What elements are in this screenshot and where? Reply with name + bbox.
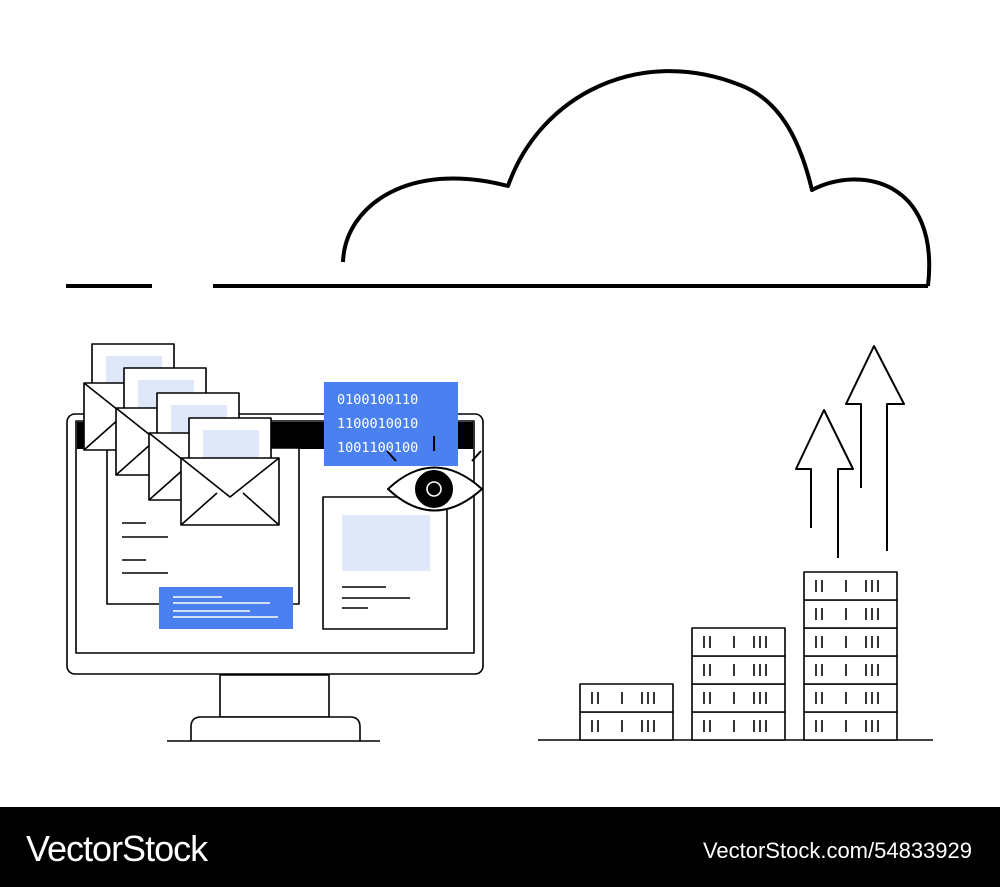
watermark-footer: VectorStock VectorStock.com/54833929: [0, 807, 1000, 887]
binary-line-1: 0100100110: [337, 392, 418, 408]
up-arrow-icon: [845, 345, 905, 551]
server-unit: [691, 683, 786, 713]
server-unit: [803, 655, 898, 685]
up-arrow-icon: [795, 409, 854, 558]
cloud-icon: [66, 69, 932, 288]
eye-icon: [386, 436, 483, 512]
server-unit: [579, 683, 674, 713]
brand-logo: VectorStock: [26, 828, 208, 869]
server-unit: [803, 627, 898, 657]
image-id: VectorStock.com/54833929: [702, 838, 972, 863]
server-unit: [691, 711, 786, 741]
binary-line-3: 1001100100: [337, 440, 418, 456]
server-unit: [579, 711, 674, 741]
server-unit: [691, 655, 786, 685]
server-unit: [691, 627, 786, 657]
illustration: 0100100110 1100010010 1001100100: [66, 69, 933, 742]
server-unit: [803, 683, 898, 713]
server-unit: [803, 599, 898, 629]
envelope-icon: [180, 417, 280, 526]
server-unit: [803, 711, 898, 741]
binary-card-icon: 0100100110 1100010010 1001100100: [324, 382, 458, 466]
binary-line-2: 1100010010: [337, 416, 418, 432]
image-card: [322, 496, 448, 630]
server-unit: [803, 571, 898, 601]
server-rack-icon: [538, 571, 933, 741]
